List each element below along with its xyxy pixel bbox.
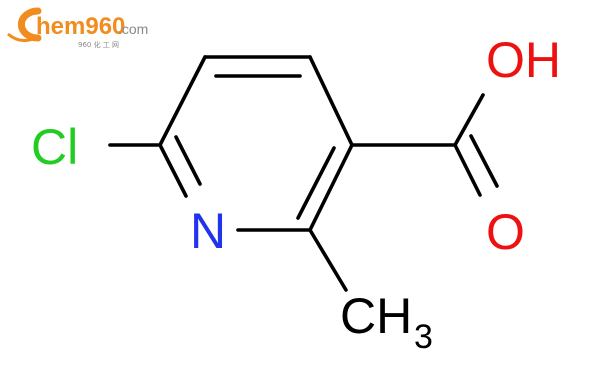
logo-main-text: hem960	[36, 13, 125, 40]
bond-c4-c3	[308, 55, 354, 147]
methyl-subscript: 3	[414, 318, 433, 356]
bond-carboxyl-oh	[453, 93, 485, 147]
atom-label-layer: Cl N OH O CH 3	[31, 32, 561, 356]
bond-carboxyl-o-inner	[469, 134, 499, 188]
carbonyl-oxygen-label: O	[486, 204, 525, 260]
nitrogen-label: N	[190, 203, 226, 259]
bond-c2-methyl	[308, 228, 348, 292]
bond-c6-n1	[158, 143, 188, 198]
bond-carboxyl-o	[453, 143, 482, 197]
bond-c3-c2-inner	[296, 146, 336, 220]
bond-c6-n1-inner	[174, 135, 202, 186]
chlorine-label: Cl	[31, 119, 78, 175]
logo-c-mark-icon	[7, 7, 42, 42]
bond-layer	[108, 55, 499, 292]
logo-subtitle: 960 化 工 网	[78, 40, 119, 49]
watermark-logo: hem960 .com 960 化 工 网	[7, 7, 148, 49]
bond-c6-c5	[158, 55, 207, 147]
hydroxyl-label: OH	[486, 32, 561, 88]
bond-c3-c2	[308, 143, 354, 232]
methyl-label: CH	[340, 288, 412, 344]
logo-domain-suffix: .com	[118, 21, 148, 37]
